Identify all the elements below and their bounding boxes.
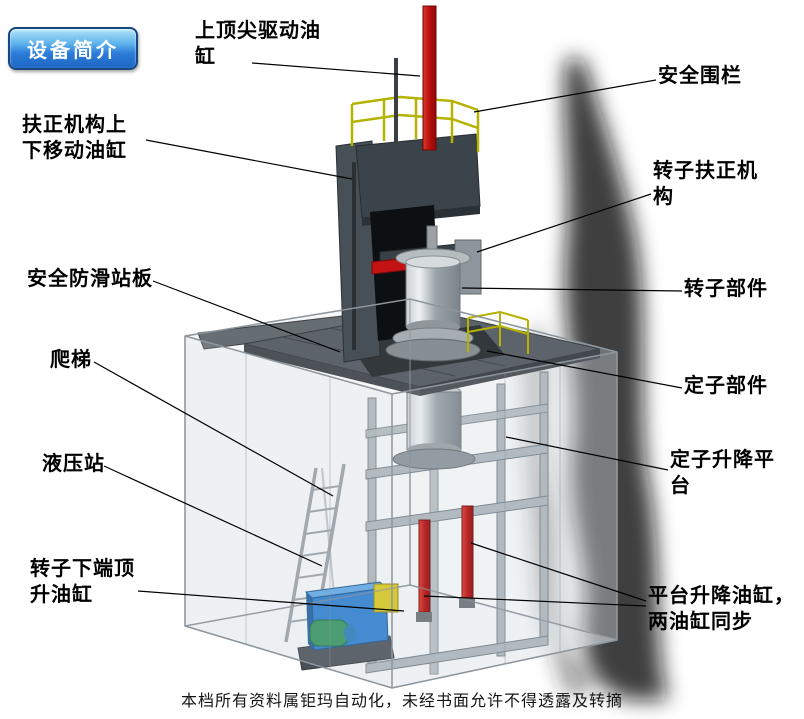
label-platform-lift-cylinders: 平台升降油缸， 两油缸同步 — [648, 585, 795, 633]
label-rotor-bottom-jack-cylinder: 转子下端顶 升油缸 — [30, 558, 135, 606]
stator-part-assembly — [392, 384, 476, 470]
press-column — [335, 133, 481, 363]
platform-lift-cylinder-parts — [416, 505, 475, 622]
leader-lines — [93, 62, 683, 612]
label-stator-part: 定子部件 — [684, 375, 768, 397]
label-rotor-part: 转子部件 — [684, 278, 768, 300]
label-rotor-centering-mechanism: 转子扶正机 构 — [653, 160, 758, 208]
label-top-drive-cylinder: 上顶尖驱动油 缸 — [195, 20, 321, 68]
label-anti-slip-platform: 安全防滑站板 — [27, 268, 153, 290]
label-centering-lift-cylinder: 扶正机构上 下移动油缸 — [22, 114, 127, 162]
label-stator-lift-platform: 定子升降平 台 — [670, 449, 775, 497]
label-safety-fence: 安全围栏 — [658, 65, 742, 87]
enclosure-front — [184, 298, 618, 689]
label-hydraulic-station: 液压站 — [42, 453, 105, 475]
footer-note: 本档所有资料属钜玛自动化，未经书面允许不得透露及转摘 — [180, 693, 623, 710]
section-badge: 设备简介 — [8, 27, 138, 70]
top-drive-cylinder-part — [394, 5, 437, 151]
label-ladder: 爬梯 — [50, 349, 92, 371]
